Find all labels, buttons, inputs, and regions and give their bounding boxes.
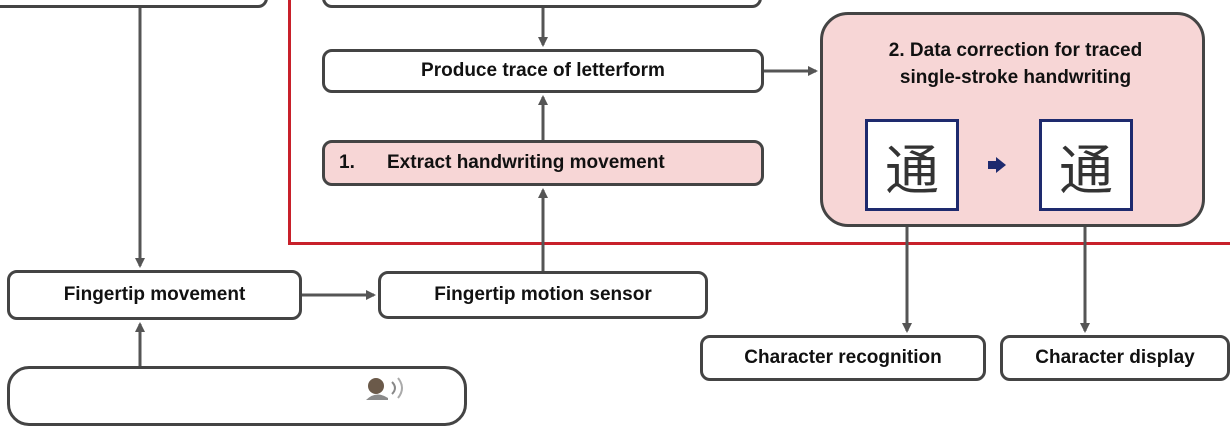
glyph-before: 通 [865, 119, 959, 211]
glyph-transform-arrow [988, 157, 1006, 173]
extract-label: Extract handwriting movement [387, 152, 665, 173]
character-display-box: Character display [1000, 335, 1230, 381]
character-recognition-box: Character recognition [700, 335, 986, 381]
extract-number: 1. [339, 152, 355, 173]
processing-frame [288, 0, 1230, 245]
data-correction-box: 2. Data correction for traced single-str… [820, 12, 1205, 227]
fingertip-movement-box: Fingertip movement [7, 270, 302, 320]
extract-handwriting-box: 1. Extract handwriting movement [322, 140, 764, 186]
character-display-label: Character display [1035, 347, 1195, 368]
produce-trace-box: Produce trace of letterform [322, 49, 764, 93]
fingertip-sensor-box: Fingertip motion sensor [378, 271, 708, 319]
glyph-after-char: 通 [1059, 138, 1113, 202]
glyph-before-char: 通 [885, 138, 939, 202]
fingertip-sensor-label: Fingertip motion sensor [434, 284, 652, 305]
connector-arrows [135, 8, 1090, 400]
produce-trace-label: Produce trace of letterform [421, 60, 665, 81]
data-correction-title: 2. Data correction for traced single-str… [823, 37, 1208, 91]
data-correction-line1: 2. Data correction for traced [888, 40, 1143, 61]
character-recognition-label: Character recognition [744, 347, 942, 368]
data-correction-line2: single-stroke handwriting [899, 67, 1132, 88]
person-icon [366, 377, 403, 400]
fingertip-movement-label: Fingertip movement [63, 284, 246, 305]
glyph-after: 通 [1039, 119, 1133, 211]
